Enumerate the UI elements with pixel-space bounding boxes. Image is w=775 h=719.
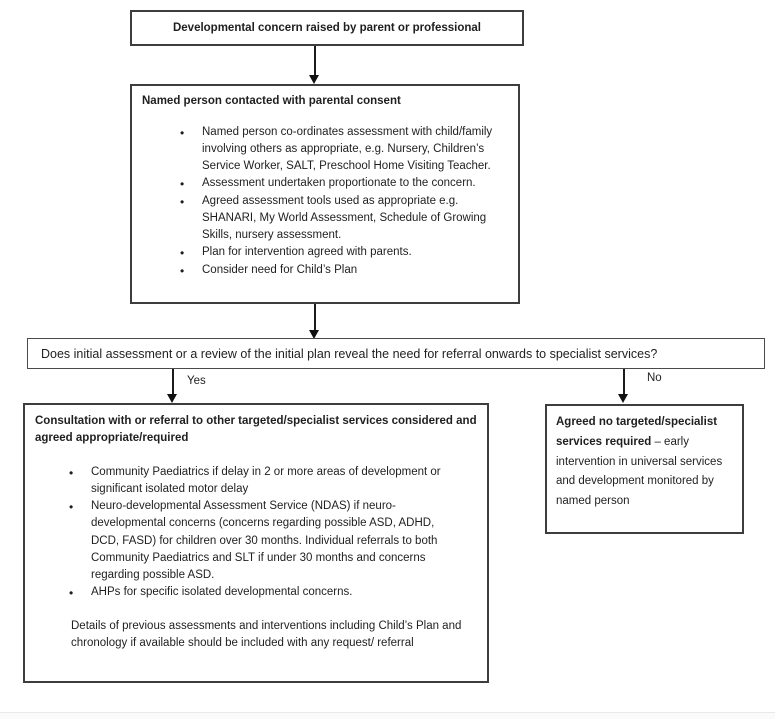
flowchart-box-specialist-referral: Consultation with or referral to other t… — [23, 403, 489, 683]
named-person-bullet-list: Named person co-ordinates assessment wit… — [178, 124, 508, 280]
no-branch-label: No — [647, 372, 662, 384]
bullet-item: Assessment undertaken proportionate to t… — [178, 175, 494, 193]
bullet-item: AHPs for specific isolated developmental… — [67, 584, 455, 602]
referral-question-text: Does initial assessment or a review of t… — [41, 346, 658, 361]
flowchart-box-named-person: Named person contacted with parental con… — [130, 84, 520, 304]
bullet-item: Named person co-ordinates assessment wit… — [178, 124, 494, 176]
flowchart-box-developmental-concern: Developmental concern raised by parent o… — [130, 10, 524, 46]
specialist-referral-heading: Consultation with or referral to other t… — [35, 415, 477, 445]
bullet-item: Plan for intervention agreed with parent… — [178, 244, 494, 262]
arrow-down-icon — [167, 394, 177, 403]
specialist-referral-bullet-list: Community Paediatrics if delay in 2 or m… — [67, 464, 477, 603]
bullet-item: Consider need for Child’s Plan — [178, 262, 494, 280]
connector-line-top-to-named — [314, 46, 316, 75]
arrow-down-icon — [618, 394, 628, 403]
bullet-item: Neuro-developmental Assessment Service (… — [67, 498, 455, 584]
page-bottom-edge — [0, 712, 775, 719]
yes-branch-label: Yes — [187, 375, 206, 387]
arrow-down-icon — [309, 330, 319, 339]
connector-line-named-to-question — [314, 304, 316, 330]
flowchart-box-no-specialist-services: Agreed no targeted/specialist services r… — [545, 404, 744, 534]
bullet-item: Agreed assessment tools used as appropri… — [178, 193, 494, 245]
flowchart-box-referral-question: Does initial assessment or a review of t… — [27, 338, 765, 369]
bullet-item: Community Paediatrics if delay in 2 or m… — [67, 464, 455, 499]
specialist-referral-footnote: Details of previous assessments and inte… — [71, 619, 462, 649]
connector-line-no-branch — [623, 369, 625, 394]
no-services-bold-text: Agreed no targeted/specialist services r… — [556, 416, 718, 448]
developmental-concern-text: Developmental concern raised by parent o… — [172, 22, 482, 34]
named-person-heading: Named person contacted with parental con… — [142, 95, 401, 107]
arrow-down-icon — [309, 75, 319, 84]
connector-line-yes-branch — [172, 369, 174, 394]
no-services-regular-text: – early intervention in universal servic… — [556, 435, 723, 508]
